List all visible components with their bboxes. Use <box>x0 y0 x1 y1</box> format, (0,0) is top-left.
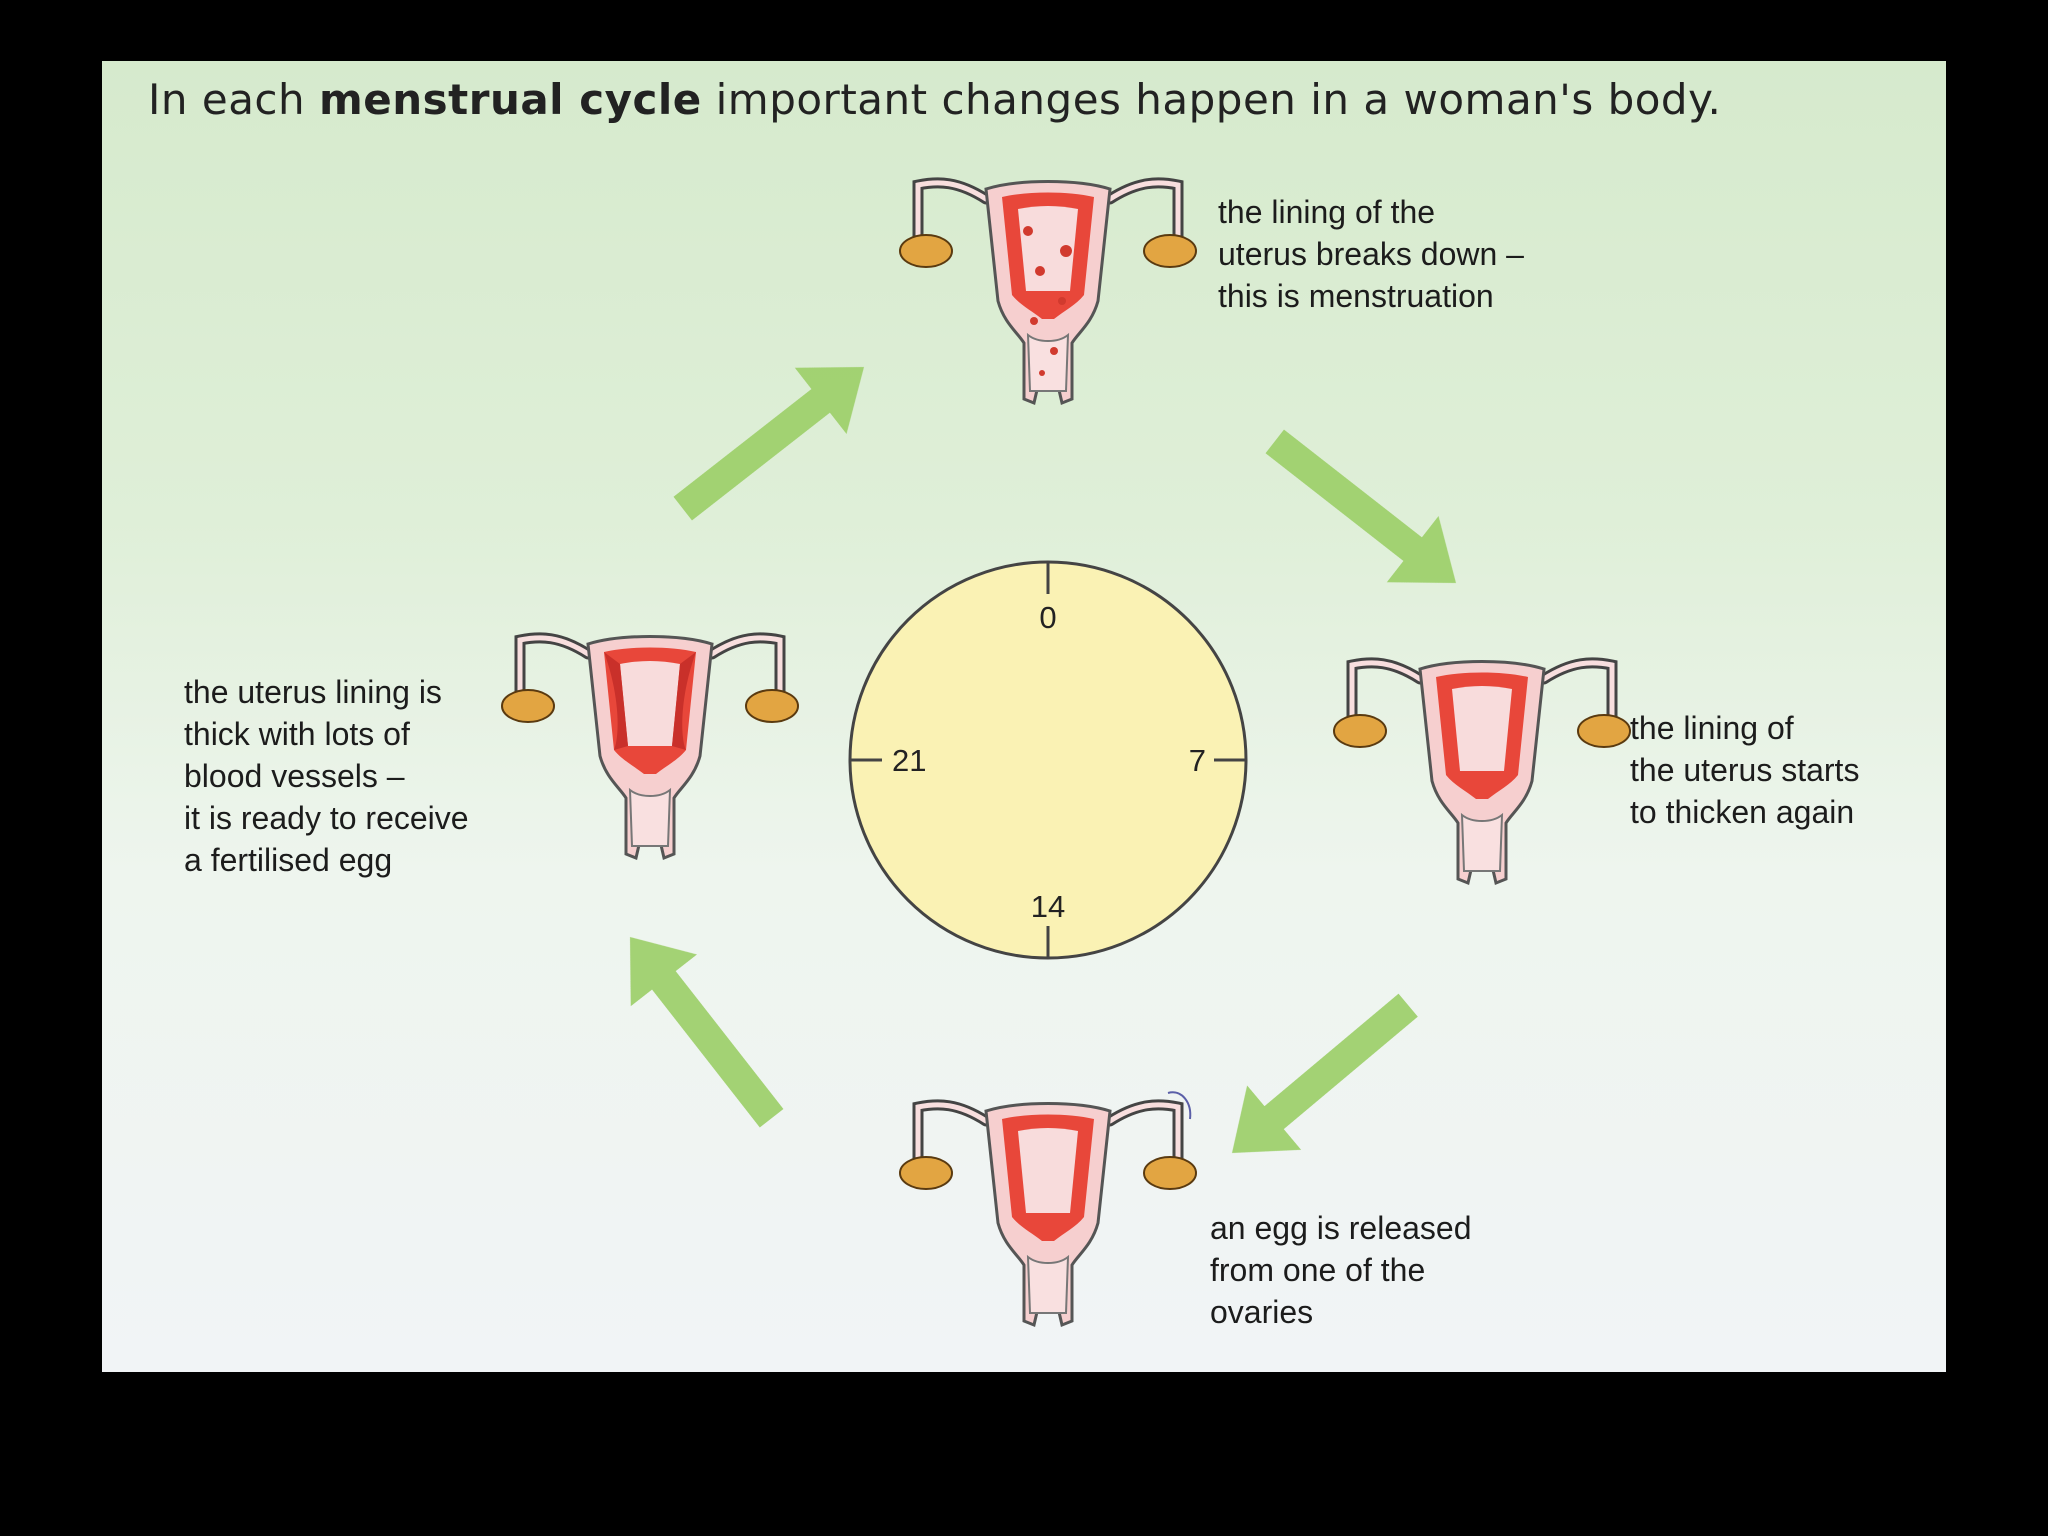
caption-line: thick with lots of <box>184 716 410 752</box>
cycle-dial: 0 7 14 21 <box>848 560 1248 960</box>
caption-line: from one of the <box>1210 1252 1426 1288</box>
cycle-arrow-bottom-left <box>596 911 805 1145</box>
caption-line: uterus breaks down – <box>1218 236 1524 272</box>
caption-line: the uterus starts <box>1630 752 1860 788</box>
caption-line: this is menstruation <box>1218 278 1494 314</box>
dial-label-day-7: 7 <box>1189 743 1206 778</box>
uterus-ovulation-illustration <box>900 1091 1196 1325</box>
heading-suffix: important changes happen in a woman's bo… <box>701 75 1722 124</box>
caption-line: a fertilised egg <box>184 842 393 878</box>
cycle-diagram: 0 7 14 21 <box>102 61 1946 1372</box>
caption-line: blood vessels – <box>184 758 405 794</box>
caption-line: an egg is released <box>1210 1210 1472 1246</box>
cycle-arrow-top-left <box>656 333 890 542</box>
uterus-menstruation-illustration <box>900 182 1196 404</box>
caption-ready: the uterus lining is thick with lots of … <box>184 671 469 881</box>
caption-ovulation: an egg is released from one of the ovari… <box>1210 1207 1472 1333</box>
uterus-ready-illustration <box>502 637 798 859</box>
diagram-panel: In each menstrual cycle important change… <box>102 61 1946 1372</box>
egg-release-arrow <box>1167 1091 1192 1120</box>
caption-line: the lining of <box>1630 710 1794 746</box>
caption-line: ovaries <box>1210 1294 1314 1330</box>
cycle-arrow-top-right <box>1248 408 1482 617</box>
dial-label-day-0: 0 <box>1039 600 1056 635</box>
caption-line: the lining of the <box>1218 194 1436 230</box>
diagram-heading: In each menstrual cycle important change… <box>148 75 1721 124</box>
caption-line: to thicken again <box>1630 794 1855 830</box>
uterus-thickening-illustration <box>1334 662 1630 884</box>
dial-label-day-21: 21 <box>892 743 926 778</box>
dial-label-day-14: 14 <box>1031 889 1065 924</box>
cycle-arrow-bottom-right <box>1205 972 1436 1186</box>
heading-prefix: In each <box>148 75 319 124</box>
caption-line: it is ready to receive <box>184 800 469 836</box>
caption-thickening: the lining of the uterus starts to thick… <box>1630 707 1859 833</box>
heading-emphasis: menstrual cycle <box>319 75 702 124</box>
caption-menstruation: the lining of the uterus breaks down – t… <box>1218 191 1524 317</box>
caption-line: the uterus lining is <box>184 674 442 710</box>
